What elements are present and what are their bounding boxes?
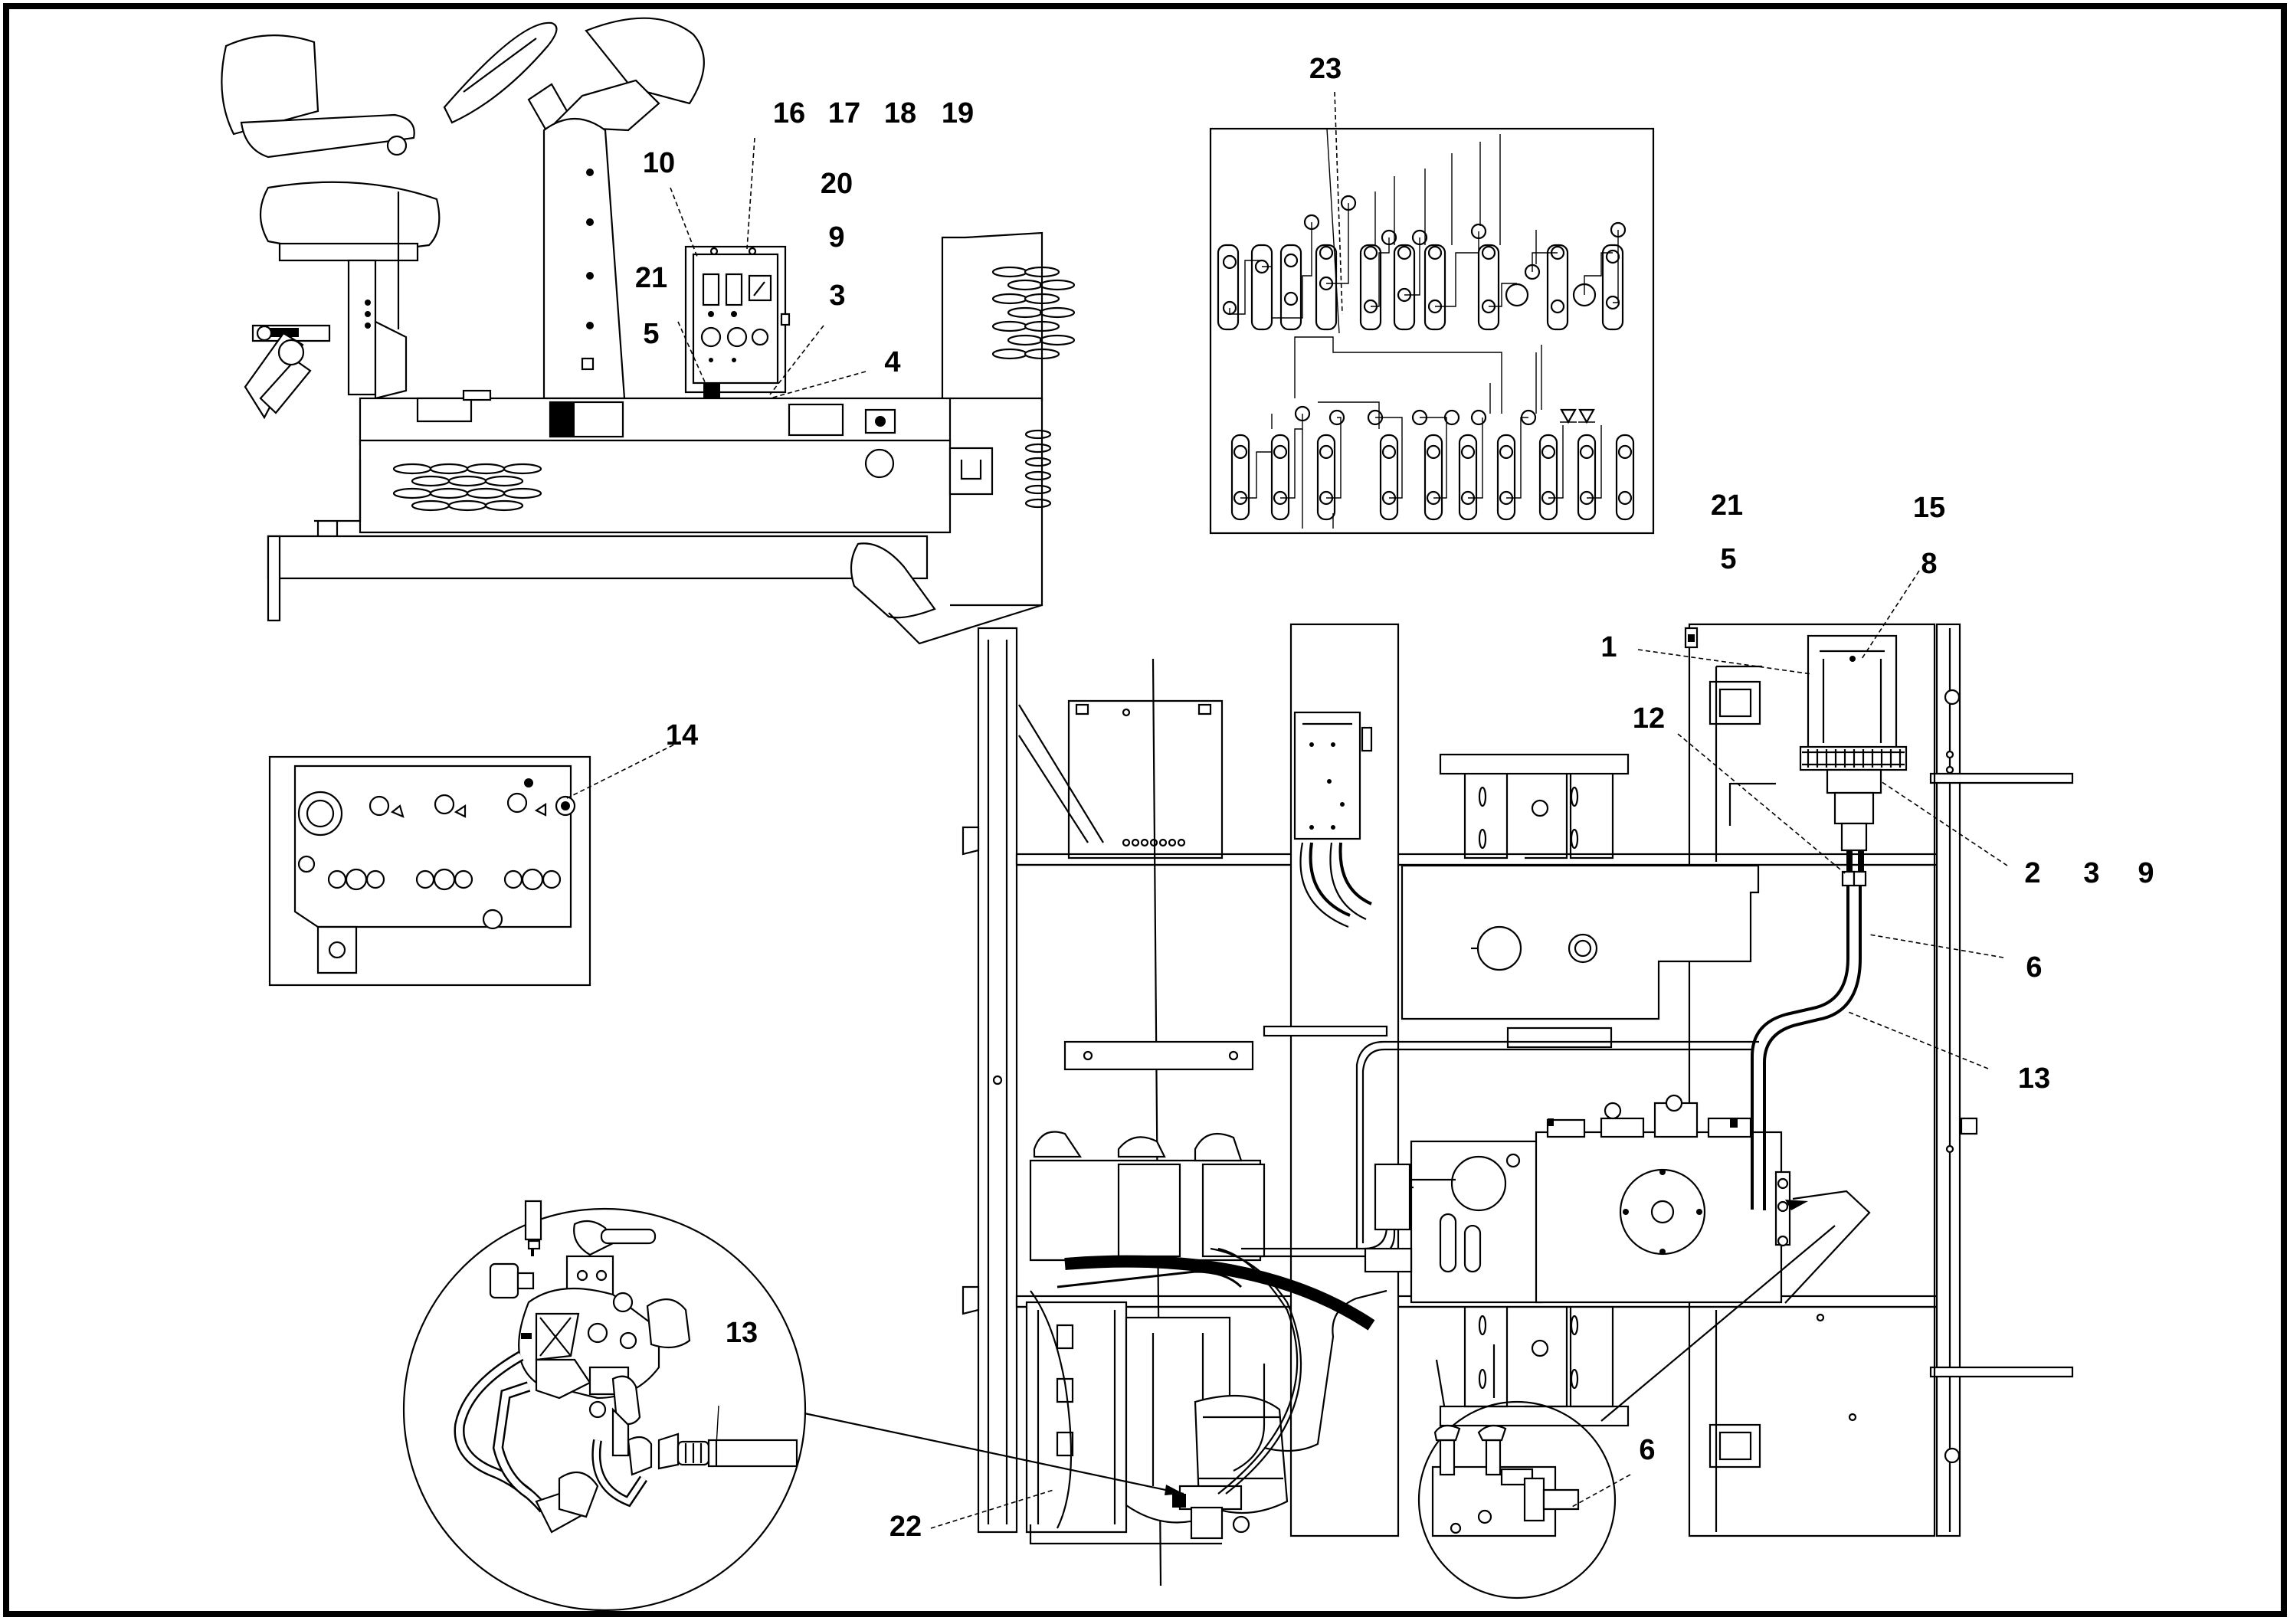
schematic-bottom-row [1230,336,1635,529]
seat-bracket [374,320,408,400]
panel-detail-frame [268,755,591,987]
callout-19: 19 [942,97,974,129]
callout-5-right: 5 [1720,543,1736,575]
switch-panel-2 [725,273,743,306]
steering-pedestal [542,117,626,400]
relay-box [1293,711,1361,840]
seat-post [347,259,377,396]
gauge [748,274,772,302]
callout-1: 1 [1600,631,1617,663]
detail-circle-left [402,1200,807,1612]
schematic-top-row [1217,128,1627,334]
seat-cushion [260,181,441,251]
leader-lines [566,91,2008,1529]
pump-motor [1807,634,1898,752]
rear-panel [948,447,994,496]
armrest-knob [386,135,408,156]
diode-2 [1578,408,1595,424]
schematic-frame [1209,127,1655,535]
armrest [240,113,415,159]
callout-labels: 16 17 18 19 10 20 9 21 3 5 4 23 21 15 5 … [635,53,2154,1543]
solenoid [489,1262,519,1299]
drawing-border [3,3,2287,1617]
callout-14: 14 [666,719,698,751]
callout-22: 22 [889,1511,922,1543]
callout-3-top: 3 [829,280,845,312]
harness-2 [1338,842,1372,905]
callout-5-top: 5 [643,318,659,350]
deck-box-2 [788,403,844,437]
callout-6-right: 6 [2026,951,2042,984]
seat-backrest [221,34,319,136]
callout-13-detail: 13 [726,1317,758,1349]
detail-circle-center [1417,1344,1617,1599]
seat-base [278,242,419,262]
battery-box [1506,1026,1613,1049]
callout-13-right: 13 [2018,1062,2050,1095]
main-harness [1064,1255,1375,1331]
pump-assembly [1799,634,1908,887]
panel-plate [293,765,572,928]
callout-4: 4 [884,346,900,378]
upper-cross-member [1015,853,1961,866]
callout-3-right: 3 [2083,857,2099,889]
callout-12: 12 [1633,702,1665,735]
callout-6-detail: 6 [1639,1434,1655,1466]
detail-circle-frame-2 [1417,1400,1617,1599]
callout-15: 15 [1913,492,1945,524]
steering-wheel [443,21,558,124]
hose-6 [1763,886,1862,1210]
callout-2: 2 [2024,857,2040,889]
wiring-schematic [1209,127,1655,535]
engine-assembly [1025,1131,1289,1545]
control-panel-detail [268,755,591,987]
louvre-grill-side [1024,429,1052,509]
callout-16: 16 [773,97,805,129]
callout-18: 18 [884,97,916,129]
callout-9-right: 9 [2138,857,2154,889]
pedal-plate [259,359,312,414]
callout-8: 8 [1921,548,1937,580]
callout-17: 17 [828,97,860,129]
hydraulic-tank [1535,1131,1783,1304]
detail-circle-frame [402,1207,807,1612]
operator-station-view [221,17,1076,645]
engine-hood [359,439,952,534]
frame-beam [267,535,929,580]
callout-20: 20 [821,168,853,200]
switch-panel-1 [702,273,720,306]
harness-1 [1309,842,1351,917]
callout-21-right: 21 [1711,489,1743,522]
diode-1 [1560,408,1577,424]
schematic-lamp-1 [1505,283,1529,307]
right-side-rail [1935,623,1961,1537]
callout-10: 10 [643,147,675,179]
louvre-grill-rear [991,266,1076,360]
chassis-plan-view [962,623,2074,1586]
louvre-grill-main [392,463,542,512]
engine-block [1025,1301,1128,1534]
callout-23: 23 [1309,53,1342,85]
console-hood [585,17,705,105]
frame-bracket [850,542,936,619]
callout-9-top: 9 [828,221,844,254]
callout-21-top: 21 [635,262,667,294]
seat-column-panel [1067,699,1224,859]
tank-valves [1546,1094,1752,1138]
